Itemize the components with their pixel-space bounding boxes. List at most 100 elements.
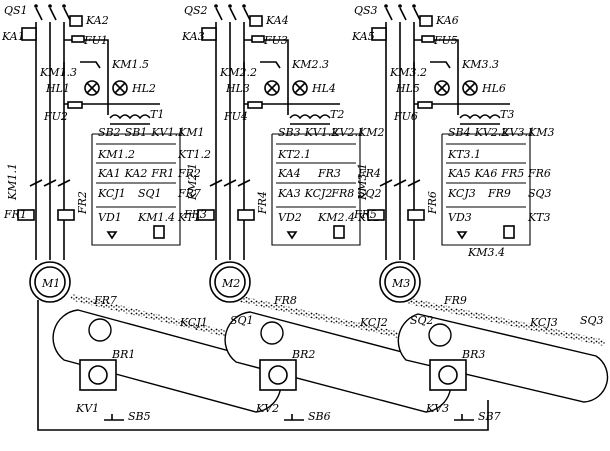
control-row5-0: VD1 — [98, 211, 122, 224]
fuse-top — [71, 35, 85, 43]
control-row3-3: FR6 — [527, 167, 551, 180]
switch-label: QS1 — [4, 4, 28, 17]
control-row5-1: KM2.4 — [317, 211, 355, 224]
button-label: SB6 — [308, 410, 331, 423]
control-row2-0: KM1.2 — [97, 148, 135, 161]
control-row3-1: FR3 — [317, 167, 341, 180]
common-return-wire — [37, 300, 489, 431]
speed-sensor-label: KCJ3 — [529, 316, 558, 329]
control-row4-1: FR9 — [487, 187, 511, 200]
control-row1-3: KM1 — [177, 126, 204, 139]
contactor-coil — [21, 27, 37, 41]
brake-housing — [79, 359, 117, 391]
control-row4-0: KCJ3 — [447, 187, 476, 200]
thermal-left-label: FR1 — [3, 208, 27, 221]
km-power-label: KM1.1 — [6, 163, 19, 201]
control-row5-1: KM1.4 — [137, 211, 175, 224]
brake-drum — [268, 365, 288, 385]
thermal-belt-label: FR7 — [93, 294, 117, 307]
control-row3-1: KA6 — [474, 167, 498, 180]
control-row3-2: FR4 — [357, 167, 381, 180]
km-contact-b-label: KM3.3 — [461, 58, 499, 71]
control-row4-1: SQ1 — [138, 187, 162, 200]
brake-label: BR1 — [111, 348, 135, 361]
control-row1-1: KV1.2 — [304, 126, 339, 139]
km-contact-b-label: KM1.5 — [111, 58, 149, 71]
km-contact-b-label: KM2.3 — [291, 58, 329, 71]
thermal-right-label: FR2 — [76, 191, 89, 215]
thermal-relay-right — [57, 209, 75, 221]
thermal-right-label: FR4 — [256, 191, 269, 215]
lamp-b-label: HL6 — [481, 82, 506, 95]
thermal-right-label: FR6 — [426, 191, 439, 215]
control-row3-1: KA2 — [124, 167, 148, 180]
thermal-belt-label: FR8 — [273, 294, 297, 307]
belt-switch-label: SQ1 — [230, 314, 254, 327]
control-row2-0: KT3.1 — [447, 148, 481, 161]
timer-coil — [333, 225, 345, 239]
control-row4-2: FR8 — [330, 187, 354, 200]
contactor-label: KA5 — [351, 30, 375, 43]
thermal-relay-right — [407, 209, 425, 221]
brake-relay-label: KV1 — [75, 402, 99, 415]
control-row3-0: KA1 — [97, 167, 121, 180]
fuse-control — [67, 101, 83, 109]
km-contact-a-label: KM3.2 — [389, 66, 427, 79]
lamp-a-label: HL5 — [395, 82, 420, 95]
contactor-coil — [371, 27, 387, 41]
brake-relay-label: KV2 — [255, 402, 279, 415]
control-row3-0: KA4 — [277, 167, 301, 180]
thermal-belt-label: FR9 — [443, 294, 467, 307]
control-row6-0: KM3.4 — [467, 246, 505, 259]
lamp-b-label: HL2 — [131, 82, 156, 95]
relay-label: KA6 — [435, 14, 459, 27]
fuse-control-label: FU6 — [393, 110, 418, 123]
control-row1-1: SB1 — [125, 126, 148, 139]
thermal-relay-left — [197, 209, 215, 221]
control-row1-2: KV1.1 — [150, 126, 185, 139]
conveyor-belts — [52, 294, 609, 413]
control-row1-2: KV3.1 — [500, 126, 535, 139]
km-power-label: KM3.1 — [356, 163, 369, 201]
speed-sensor-label: KCJ2 — [359, 316, 388, 329]
relay-coil — [249, 15, 263, 27]
brake-label: BR3 — [461, 348, 485, 361]
km-contact-a-label: KM2.2 — [219, 66, 257, 79]
timer-coil — [153, 225, 165, 239]
lamp-a-label: HL3 — [225, 82, 250, 95]
speed-sensor-label: KCJ1 — [179, 316, 208, 329]
control-row2-1: KT1.2 — [177, 148, 211, 161]
control-row4-2: FR7 — [177, 187, 201, 200]
control-row3-2: FR1 — [150, 167, 174, 180]
transformer-label: T1 — [150, 108, 164, 121]
control-row5-2: KT1 — [177, 211, 201, 224]
control-row1-1: KV2.2 — [474, 126, 509, 139]
control-row1-2: KV2.1 — [330, 126, 365, 139]
contactor-label: KA3 — [181, 30, 205, 43]
relay-coil — [419, 15, 433, 27]
control-row4-0: KA3 — [277, 187, 301, 200]
control-row4-1: KCJ2 — [304, 187, 333, 200]
fuse-control — [247, 101, 263, 109]
transformer-label: T2 — [330, 108, 344, 121]
fuse-top — [421, 35, 435, 43]
belt-switch-label: SQ2 — [410, 314, 434, 327]
thermal-relay-left — [367, 209, 385, 221]
fuse-control — [417, 101, 433, 109]
timer-coil — [503, 225, 515, 239]
km-power-label: KM2.1 — [186, 163, 199, 201]
km-contact-a-label: KM1.3 — [39, 66, 77, 79]
thermal-relay-right — [237, 209, 255, 221]
lamp-b-label: HL4 — [311, 82, 336, 95]
thermal-left-label: FR3 — [183, 208, 207, 221]
thermal-relay-left — [17, 209, 35, 221]
brake-relay-label: KV3 — [425, 402, 449, 415]
control-row5-1: KT3 — [527, 211, 551, 224]
lamp-a-label: HL1 — [45, 82, 70, 95]
brake-label: BR2 — [291, 348, 315, 361]
motor-label: M3 — [391, 277, 410, 290]
